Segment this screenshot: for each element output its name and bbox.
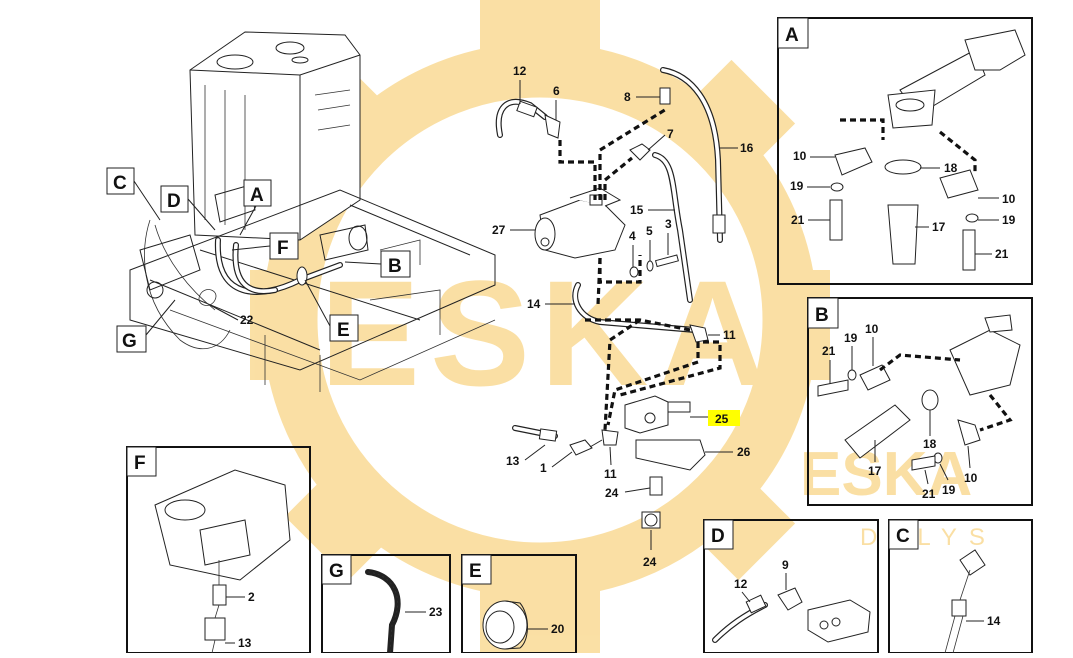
callout-F-label: F — [277, 238, 289, 259]
label-15: 15 — [630, 203, 644, 217]
callout-G-label: G — [122, 331, 137, 352]
label-12: 12 — [513, 64, 527, 78]
label-3: 3 — [665, 217, 672, 231]
detail-A: A 10 18 19 10 21 17 19 21 — [777, 17, 1033, 285]
label-8: 8 — [624, 90, 631, 104]
detail-E-label-20: 20 — [551, 622, 565, 636]
detail-A-label-10a: 10 — [793, 149, 807, 163]
callout-C-label: C — [113, 173, 127, 194]
detail-E: E 20 — [461, 554, 577, 654]
detail-A-title: A — [785, 25, 799, 46]
detail-A-label-19b: 19 — [1002, 213, 1016, 227]
detail-F-label-2: 2 — [248, 590, 255, 604]
callout-A-label: A — [250, 185, 264, 206]
label-27: 27 — [492, 223, 506, 237]
detail-B-label-10b: 10 — [964, 471, 978, 485]
detail-B-label-18: 18 — [923, 437, 937, 451]
detail-F-label-13: 13 — [238, 636, 252, 650]
callout-B — [380, 250, 411, 278]
label-5: 5 — [646, 224, 653, 238]
detail-A-label-21a: 21 — [791, 213, 805, 227]
label-4: 4 — [629, 229, 636, 243]
label-25-highlight — [708, 410, 740, 426]
detail-B-label-17: 17 — [868, 464, 882, 478]
callout-C — [106, 167, 135, 195]
detail-A-label-10b: 10 — [1002, 192, 1016, 206]
detail-D: D 12 9 — [703, 519, 879, 654]
detail-D-label-12: 12 — [734, 577, 748, 591]
detail-B-label-21b: 21 — [922, 487, 936, 501]
callout-E-label: E — [337, 320, 350, 341]
detail-C-label-14: 14 — [987, 614, 1001, 628]
callout-D — [160, 185, 189, 213]
callout-E — [329, 314, 359, 342]
watermark-text-right: ESKA — [800, 440, 972, 509]
label-11-upper: 11 — [723, 328, 736, 342]
label-6: 6 — [553, 84, 560, 98]
detail-C-title: C — [896, 526, 910, 547]
detail-B-label-21a: 21 — [822, 344, 836, 358]
detail-B-label-10a: 10 — [865, 322, 879, 336]
label-13: 13 — [506, 454, 520, 468]
label-24-upper: 24 — [605, 486, 619, 500]
detail-D-label-9: 9 — [782, 558, 789, 572]
callout-B-label: B — [388, 256, 402, 277]
label-24-lower: 24 — [643, 555, 657, 569]
label-14: 14 — [527, 297, 541, 311]
detail-F: F 2 13 — [126, 446, 311, 654]
detail-B-label-19b: 19 — [942, 483, 956, 497]
center-assembly: 12 6 8 16 7 15 27 4 5 3 — [492, 64, 754, 569]
label-7: 7 — [667, 127, 674, 141]
detail-G-title: G — [329, 561, 344, 582]
label-26: 26 — [737, 445, 751, 459]
detail-B-title: B — [815, 305, 829, 326]
detail-D-title: D — [711, 526, 725, 547]
detail-G-label-23: 23 — [429, 605, 443, 619]
detail-A-label-21b: 21 — [995, 247, 1009, 261]
detail-E-title: E — [469, 561, 482, 582]
callout-A — [243, 179, 272, 207]
detail-F-title: F — [134, 453, 146, 474]
callout-D-label: D — [167, 191, 181, 212]
label-22: 22 — [240, 313, 254, 327]
label-25: 25 — [715, 412, 729, 426]
detail-A-label-19a: 19 — [790, 179, 804, 193]
watermark-text-small: DALYS — [860, 524, 997, 551]
detail-B: B 21 19 10 18 17 21 19 10 — [807, 297, 1033, 506]
label-16: 16 — [740, 141, 754, 155]
label-1: 1 — [540, 461, 547, 475]
detail-B-label-19a: 19 — [844, 331, 858, 345]
machine-overview: C D A F B G E 22 — [106, 31, 496, 392]
callout-G — [116, 325, 147, 353]
detail-A-label-17: 17 — [932, 220, 946, 234]
callout-F — [269, 232, 299, 260]
detail-A-label-18: 18 — [944, 161, 958, 175]
label-11-lower: 11 — [604, 467, 617, 481]
